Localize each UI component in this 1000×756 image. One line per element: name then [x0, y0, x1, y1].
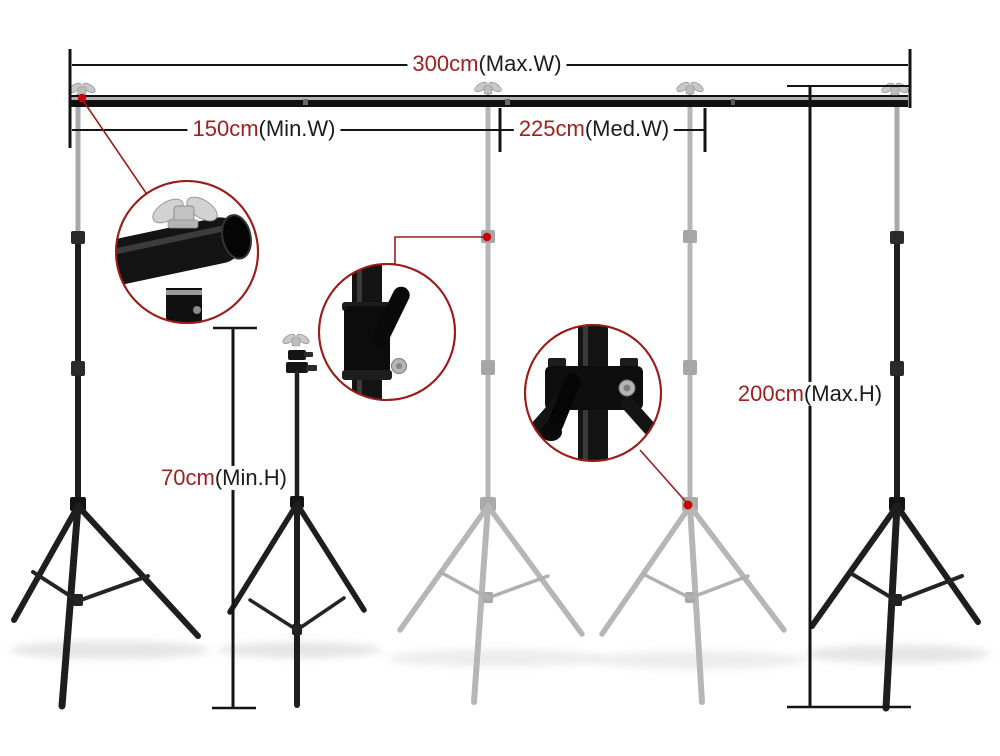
ghost-stand-med-width — [397, 93, 585, 705]
ghost-stand-max-height — [599, 93, 787, 705]
callouts — [77, 93, 693, 510]
detail-inset-hub — [524, 324, 662, 462]
dimension-value: 150cm — [192, 115, 259, 141]
dimension-qualifier: (Max.H) — [803, 380, 883, 406]
detail-inset-clamp — [318, 263, 456, 401]
dimension-label-min-width: 150cm(Min.W) — [187, 115, 341, 142]
callout-dot — [683, 500, 693, 510]
dimension-qualifier: (Min.H) — [214, 464, 287, 490]
stand-min-height — [227, 331, 367, 708]
dimension-value: 200cm — [737, 380, 804, 406]
dimension-value: 70cm — [161, 464, 215, 490]
dimension-value: 300cm — [412, 50, 479, 76]
wing-nut-icon — [472, 79, 504, 95]
dimension-value: 225cm — [518, 115, 585, 141]
wing-nut-icon — [280, 331, 312, 347]
ground-shadows — [10, 641, 990, 669]
callout-dot — [482, 232, 492, 242]
callout-dot — [77, 93, 87, 103]
wing-nut-icon — [66, 80, 98, 96]
wing-nut-icon — [674, 79, 706, 95]
dimension-qualifier: (Med.W) — [584, 115, 670, 141]
dimension-qualifier: (Max.W) — [478, 50, 562, 76]
wing-nut-icon — [879, 80, 911, 96]
crossbar — [66, 79, 911, 107]
dimension-label-max-width: 300cm(Max.W) — [407, 50, 567, 77]
stand-left — [11, 93, 201, 710]
dimension-qualifier: (Min.W) — [258, 115, 336, 141]
stand-right — [809, 93, 981, 712]
detail-inset-wingnut — [115, 180, 259, 324]
dimension-label-med-width: 225cm(Med.W) — [513, 115, 675, 142]
dimension-label-min-height: 70cm(Min.H) — [156, 464, 292, 491]
dimension-label-max-height: 200cm(Max.H) — [732, 380, 888, 407]
